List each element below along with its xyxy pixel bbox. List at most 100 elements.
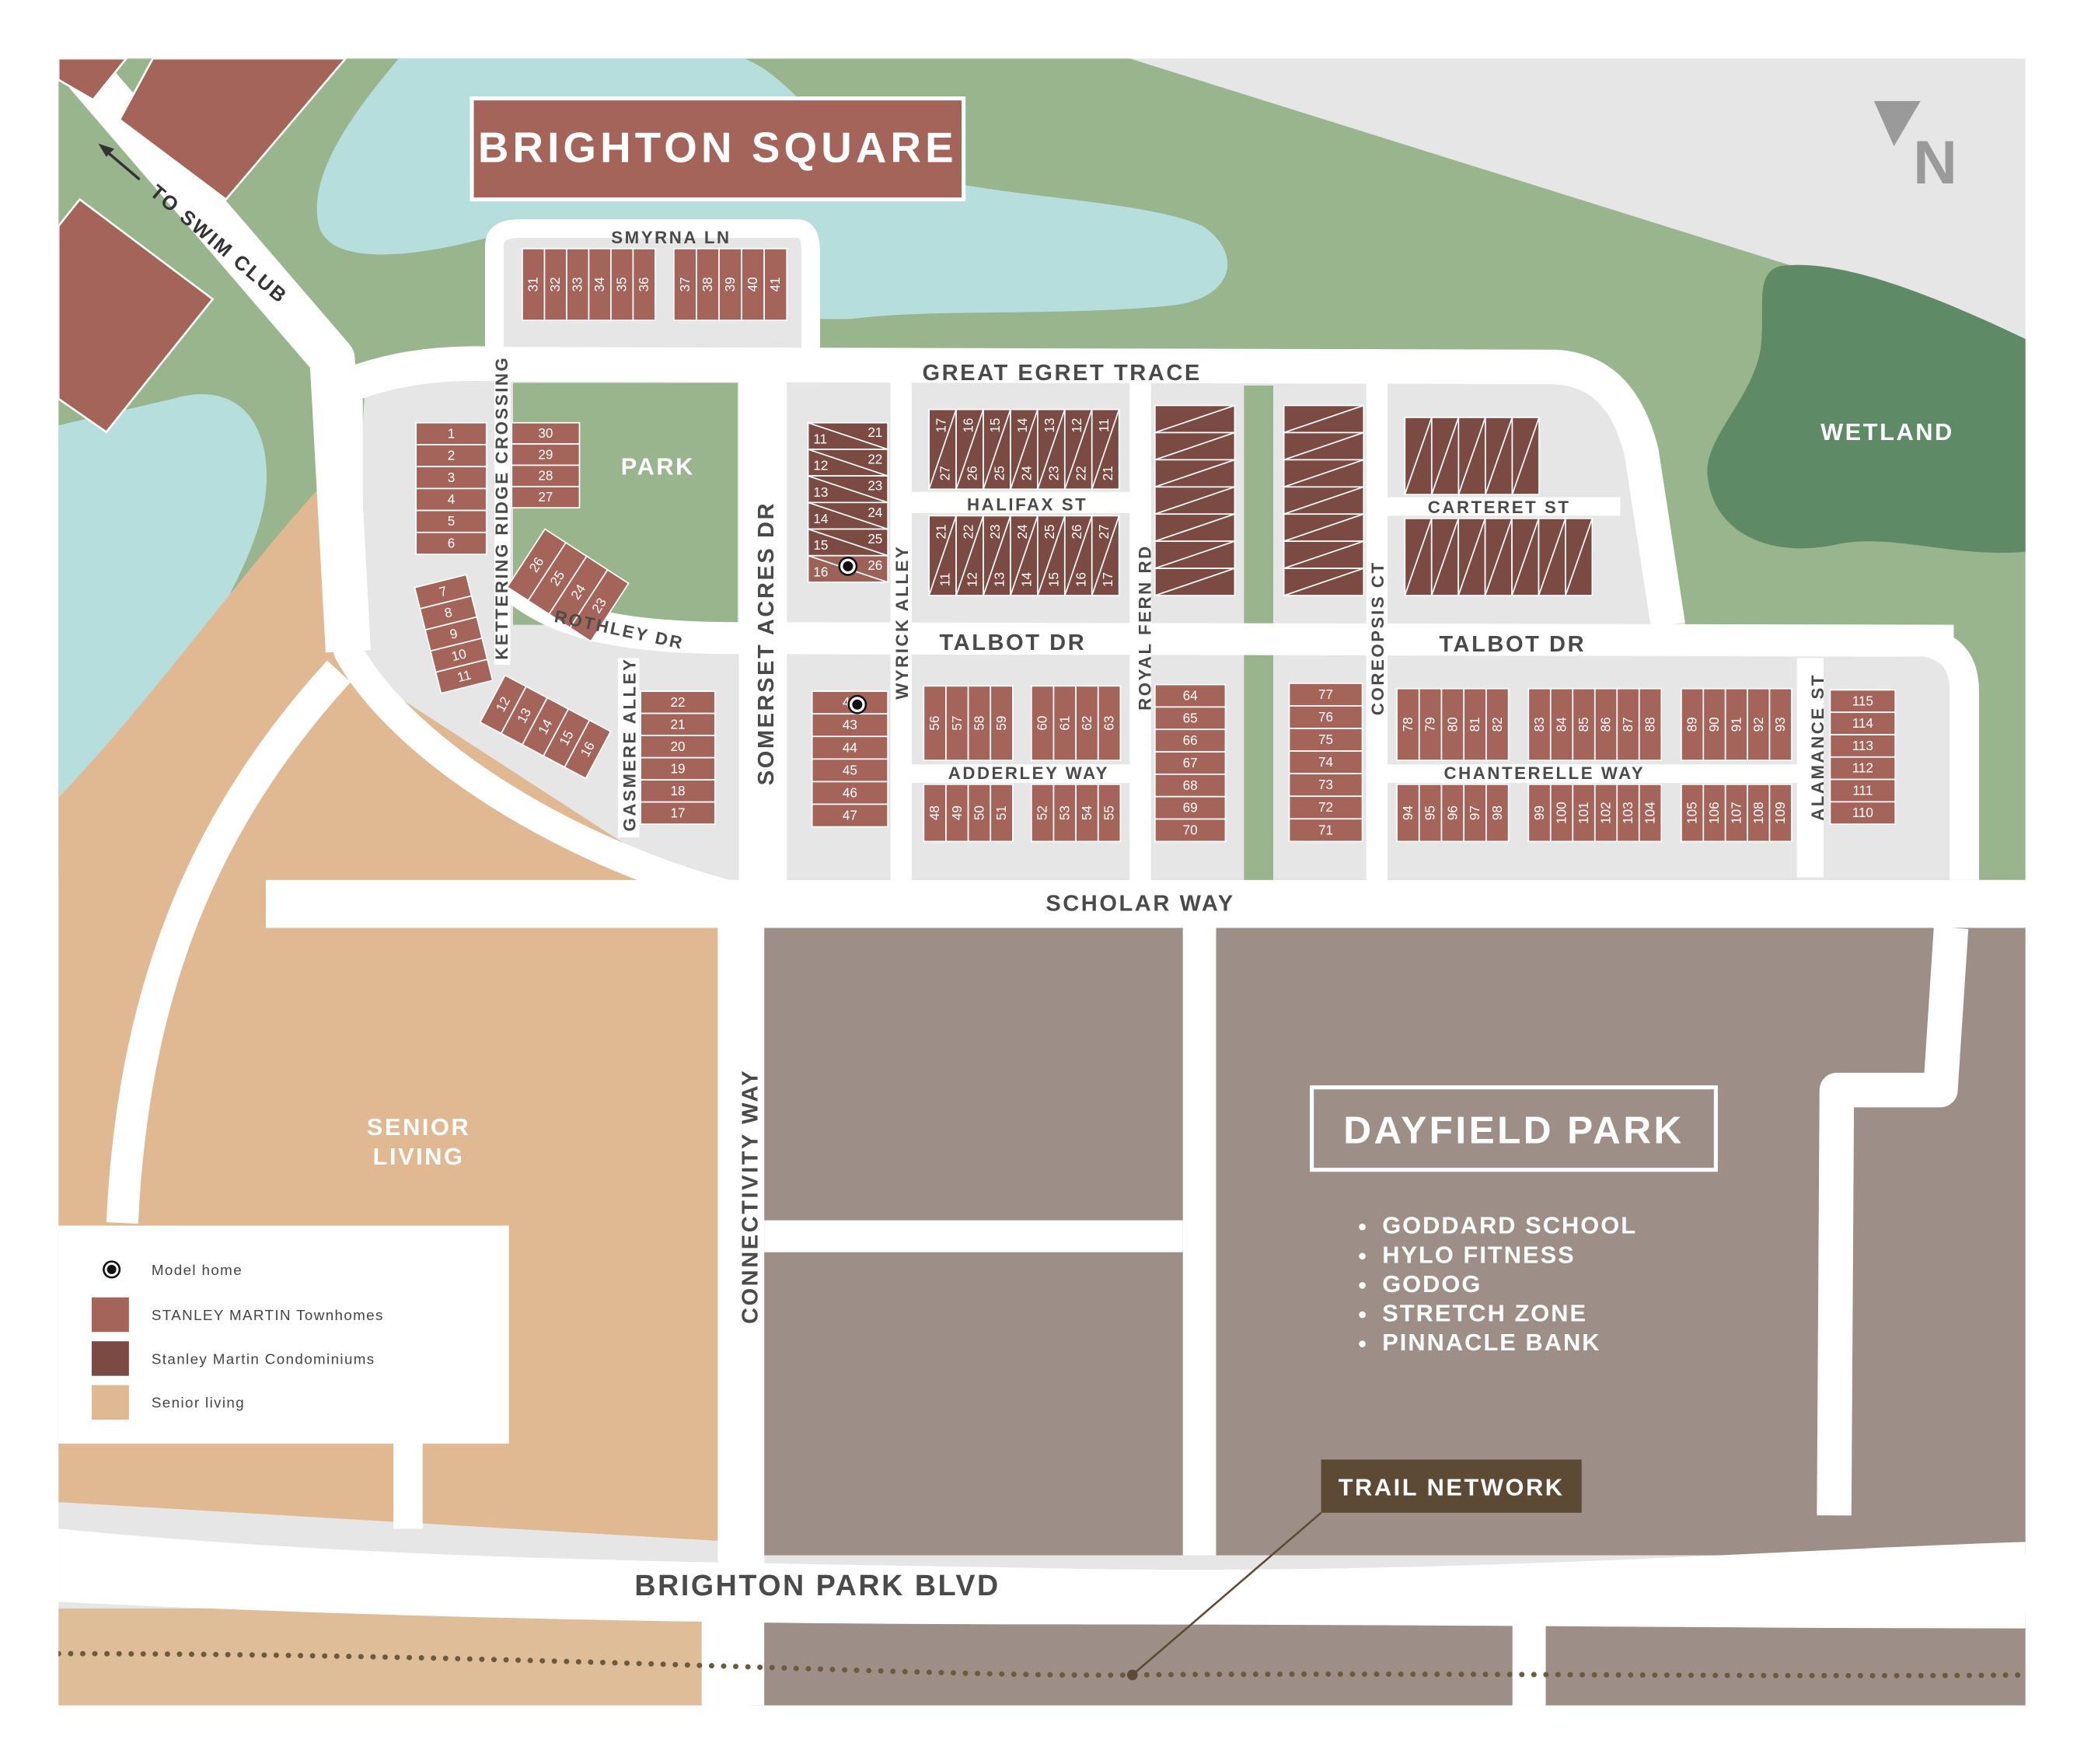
lot[interactable] [1829,689,1897,714]
lot[interactable] [1154,728,1227,753]
lot[interactable] [1154,706,1227,731]
lot[interactable] [945,783,969,843]
condo-divider [1404,417,1433,495]
lot[interactable] [1638,783,1663,843]
lot[interactable] [811,781,889,805]
lot[interactable] [1594,783,1618,843]
townhome-swatch [91,1297,129,1333]
lot[interactable] [1829,711,1897,735]
senior-living-label-2: LIVING [373,1143,465,1170]
lot[interactable] [1463,783,1487,843]
lot-number: 14 [1019,572,1034,587]
lot[interactable] [1768,687,1793,761]
lot[interactable] [1288,818,1363,843]
lot[interactable] [1030,685,1055,761]
lot-number: 114 [1852,716,1873,731]
lot[interactable] [1594,687,1618,761]
condo-swatch [91,1341,129,1376]
lot[interactable] [1154,774,1227,798]
lot[interactable] [564,719,612,780]
lot[interactable] [990,685,1014,761]
lot[interactable] [1440,687,1465,761]
lot[interactable] [1288,728,1363,752]
lot[interactable] [1572,783,1596,843]
lot-number: 99 [1532,805,1547,820]
lot[interactable] [763,247,788,321]
lot[interactable] [632,247,656,321]
lot[interactable] [1572,687,1596,761]
lot[interactable] [569,568,630,643]
lot[interactable] [1616,783,1640,843]
lot[interactable] [811,713,889,738]
lot[interactable] [811,735,889,760]
condo-divider [1431,417,1460,495]
lot[interactable] [1030,783,1055,843]
lot[interactable] [640,801,716,825]
lot[interactable] [1681,687,1705,761]
lot-number: 86 [1599,717,1614,732]
lot-number: 8 [443,605,454,621]
lot[interactable] [1829,801,1897,825]
lot[interactable] [435,658,494,694]
lot[interactable] [1396,783,1420,843]
lot[interactable] [1288,705,1363,729]
lot[interactable] [1702,687,1726,761]
lot[interactable] [640,779,716,803]
lot[interactable] [415,509,487,533]
lot[interactable] [640,735,716,759]
lot[interactable] [1724,783,1748,843]
lot[interactable] [1075,685,1099,761]
lot[interactable] [1747,783,1771,843]
lot[interactable] [1616,687,1640,761]
lot[interactable] [640,712,716,736]
lot[interactable] [543,247,567,321]
street-royal-fern: ROYAL FERN RD [1136,544,1155,711]
lot[interactable] [1829,778,1897,803]
lot[interactable] [1288,750,1363,775]
lot[interactable] [811,803,889,828]
lot[interactable] [415,421,487,445]
lot[interactable] [990,783,1014,843]
lot[interactable] [1549,783,1574,843]
lot-number: 77 [1318,687,1333,702]
lot[interactable] [1485,783,1510,843]
lot[interactable] [1681,783,1705,843]
lot[interactable] [1418,687,1443,761]
lot[interactable] [1638,687,1663,761]
lot[interactable] [1768,783,1793,843]
lot-number: 22 [961,524,976,539]
lot[interactable] [1154,818,1227,843]
lot-number: 48 [927,805,942,820]
legend-box [58,1225,509,1444]
lot[interactable] [696,247,720,321]
lot[interactable] [1052,783,1077,843]
lot[interactable] [1052,685,1077,761]
lot[interactable] [1097,685,1122,761]
lot[interactable] [1396,687,1420,761]
lot[interactable] [923,685,947,761]
lot[interactable] [1440,783,1465,843]
lot[interactable] [1097,783,1122,843]
lot[interactable] [1549,687,1574,761]
condo-divider [1404,518,1433,596]
lot-number: 15 [1046,572,1061,587]
lot[interactable] [640,690,716,714]
lot[interactable] [1463,687,1487,761]
lot[interactable] [511,485,581,509]
lot[interactable] [1154,795,1227,820]
lot[interactable] [673,247,697,321]
lot[interactable] [522,247,546,321]
lot[interactable] [1288,683,1363,707]
lot[interactable] [1154,683,1227,708]
lot[interactable] [1747,687,1771,761]
lot[interactable] [415,531,487,555]
lot[interactable] [511,443,581,466]
lot[interactable] [1418,783,1443,843]
lot[interactable] [1485,687,1510,761]
lot[interactable] [1829,734,1897,758]
lot-number: 106 [1707,802,1722,824]
lot[interactable] [967,783,992,843]
lot[interactable] [718,247,742,321]
lot[interactable] [811,758,889,783]
lot[interactable] [1527,783,1552,843]
